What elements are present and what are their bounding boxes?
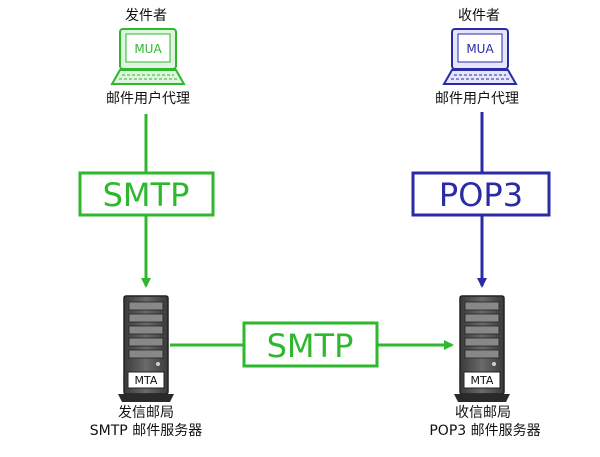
pop3-box	[411, 171, 551, 217]
sender-mua-label: MUA	[134, 42, 162, 56]
sender-title: 发件者	[125, 8, 167, 24]
receiver-client-caption: 邮件用户代理	[435, 90, 519, 107]
receiver-computer-icon	[442, 28, 518, 85]
smtp-relay-label: SMTP	[267, 327, 354, 365]
receiver-server-icon	[454, 295, 510, 402]
pop3-label: POP3	[439, 176, 523, 214]
sender-server-caption-2: SMTP 邮件服务器	[90, 423, 202, 439]
sender-client-caption: 邮件用户代理	[106, 90, 190, 107]
smtp-send-label: SMTP	[103, 176, 190, 214]
smtp-relay-box	[242, 321, 379, 368]
receiver-mta-label: MTA	[471, 374, 494, 387]
receiver-server-caption-2: POP3 邮件服务器	[429, 423, 540, 439]
smtp-send-box	[78, 171, 215, 217]
sender-server-icon	[118, 295, 174, 402]
receiver-title: 收件者	[458, 8, 500, 24]
sender-server-caption-1: 发信邮局	[118, 405, 174, 421]
receiver-mua-label: MUA	[466, 42, 494, 56]
receiver-server-caption-1: 收信邮局	[455, 405, 511, 421]
sender-mta-label: MTA	[135, 374, 158, 387]
sender-computer-icon	[110, 28, 186, 85]
